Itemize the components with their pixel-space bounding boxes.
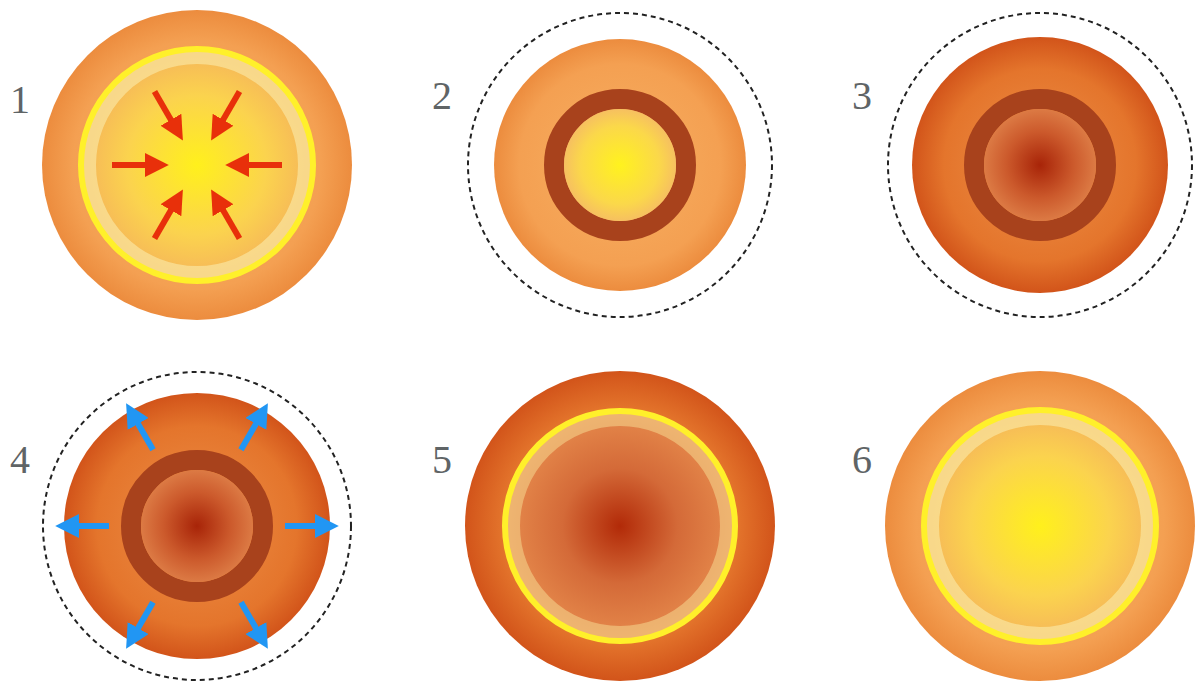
stage-4-star [43, 372, 351, 680]
stage-number: 4 [10, 440, 30, 480]
stage-5-star [465, 371, 775, 681]
stage-number: 1 [10, 80, 30, 120]
stage-number: 2 [432, 76, 452, 116]
stage-1-star [42, 10, 352, 320]
expansion-arrows [72, 418, 322, 635]
stage-number: 3 [852, 76, 872, 116]
contraction-arrows [112, 91, 282, 238]
stage-number: 5 [432, 440, 452, 480]
stage-3-star [888, 13, 1192, 317]
stage-2-star [468, 13, 772, 317]
stage-6-star [885, 371, 1195, 681]
stage-number: 6 [852, 440, 872, 480]
